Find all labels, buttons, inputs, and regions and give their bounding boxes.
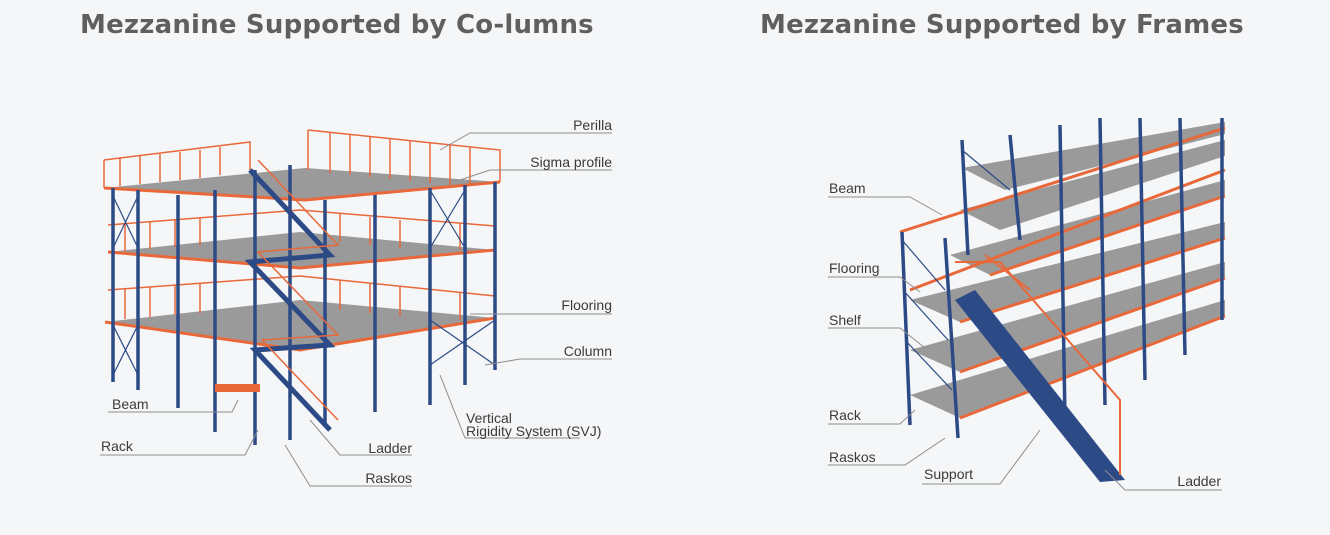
label-vertical-line2: Rigidity System (SVJ) (466, 423, 601, 439)
staircase (215, 159, 340, 432)
label-frame-raskos: Raskos (829, 449, 876, 465)
right-leader-lines (828, 196, 1222, 491)
label-raskos: Raskos (365, 470, 412, 486)
label-frame-shelf: Shelf (829, 312, 861, 328)
right-panel-title: Mezzanine Supported by Frames (760, 10, 1244, 40)
label-frame-rack: Rack (829, 407, 862, 423)
shelf-decks (910, 122, 1225, 418)
label-frame-beam: Beam (829, 180, 866, 196)
top-floor-deck (104, 168, 500, 200)
label-vertical-line1: Vertical (466, 410, 512, 426)
right-labels: Beam Flooring Shelf Rack Raskos Support … (829, 180, 1221, 489)
label-perilla: Perilla (573, 117, 612, 133)
left-labels: Perilla Sigma profile Flooring Column Ve… (101, 117, 612, 486)
label-sigma-profile: Sigma profile (530, 154, 612, 170)
left-panel-title: Mezzanine Supported by Co-lumns (80, 10, 594, 40)
label-flooring: Flooring (561, 297, 612, 313)
label-frame-flooring: Flooring (829, 260, 880, 276)
frame-ladder (955, 254, 1125, 482)
label-beam: Beam (112, 396, 149, 412)
column-mezzanine-illustration (103, 129, 501, 445)
lower-floor-deck (105, 300, 495, 350)
label-ladder: Ladder (368, 440, 412, 456)
frame-mezzanine-illustration (899, 117, 1226, 482)
left-leader-lines (100, 132, 612, 487)
label-column: Column (564, 343, 612, 359)
upright-frames (900, 117, 1224, 439)
label-frame-support: Support (924, 466, 973, 482)
frame-bracing (901, 149, 1011, 391)
cross-bracing (112, 189, 496, 376)
label-rack: Rack (101, 438, 134, 454)
label-frame-ladder: Ladder (1177, 473, 1221, 489)
